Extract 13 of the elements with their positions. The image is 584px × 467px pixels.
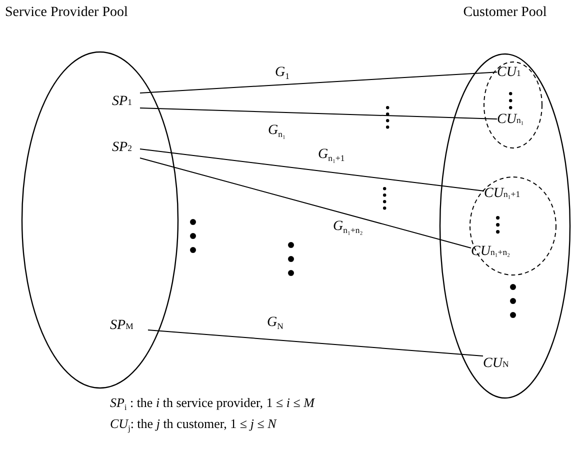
edge-label: G$_{n₁}$ (268, 124, 286, 139)
pool-heading: Customer Pool (462, 5, 548, 21)
connector-line (140, 108, 498, 120)
edge-label: G$_{n₁+1}$ (318, 148, 345, 163)
pool-heading: Service Provider Pool (5, 5, 129, 21)
edge-label: G$_{N}$ (267, 316, 284, 331)
edge-label: G$_{1}$ (275, 66, 290, 81)
connector-line (140, 148, 484, 192)
legend-note: SP$_{i}$ : the i th service provider, 1 ≤ i ≤ M (110, 395, 315, 412)
legend-note: CU$_{j}$: the j th customer, 1 ≤ j ≤ N (110, 416, 276, 433)
connector-line (148, 330, 484, 356)
edge-label: G$_{n₁+n₂}$ (333, 220, 363, 235)
connector-line (140, 158, 472, 248)
